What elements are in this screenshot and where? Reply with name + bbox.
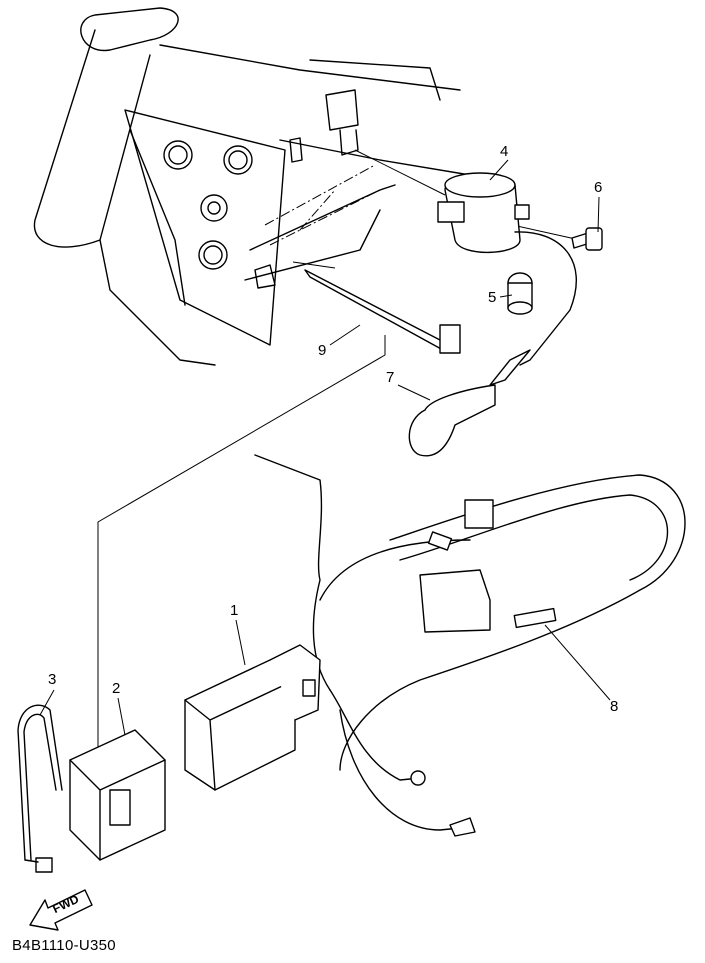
wire-harness bbox=[254, 454, 686, 837]
callout-9: 9 bbox=[318, 342, 327, 359]
cable-tie bbox=[17, 704, 63, 873]
callout-2: 2 bbox=[112, 680, 121, 697]
bolt bbox=[571, 227, 603, 251]
drawing-code: B4B1110-U350 bbox=[12, 937, 116, 954]
ignition-coil bbox=[437, 172, 577, 366]
callout-8: 8 bbox=[610, 698, 619, 715]
spark-plug-cap bbox=[408, 349, 531, 457]
callout-3: 3 bbox=[48, 671, 57, 688]
callout-1: 1 bbox=[230, 602, 239, 619]
callout-4: 4 bbox=[500, 143, 509, 160]
band bbox=[304, 269, 461, 354]
callout-5: 5 bbox=[488, 289, 497, 306]
cdi-unit bbox=[184, 644, 321, 791]
fwd-arrow-icon bbox=[29, 889, 93, 931]
cdi-bracket bbox=[69, 729, 166, 861]
grommet bbox=[507, 272, 533, 315]
guide-line-4 bbox=[354, 149, 446, 196]
guide-line-9 bbox=[292, 261, 336, 269]
callout-7: 7 bbox=[386, 369, 395, 386]
callout-6: 6 bbox=[594, 179, 603, 196]
guide-line-2 bbox=[97, 335, 386, 830]
frame bbox=[33, 7, 471, 366]
